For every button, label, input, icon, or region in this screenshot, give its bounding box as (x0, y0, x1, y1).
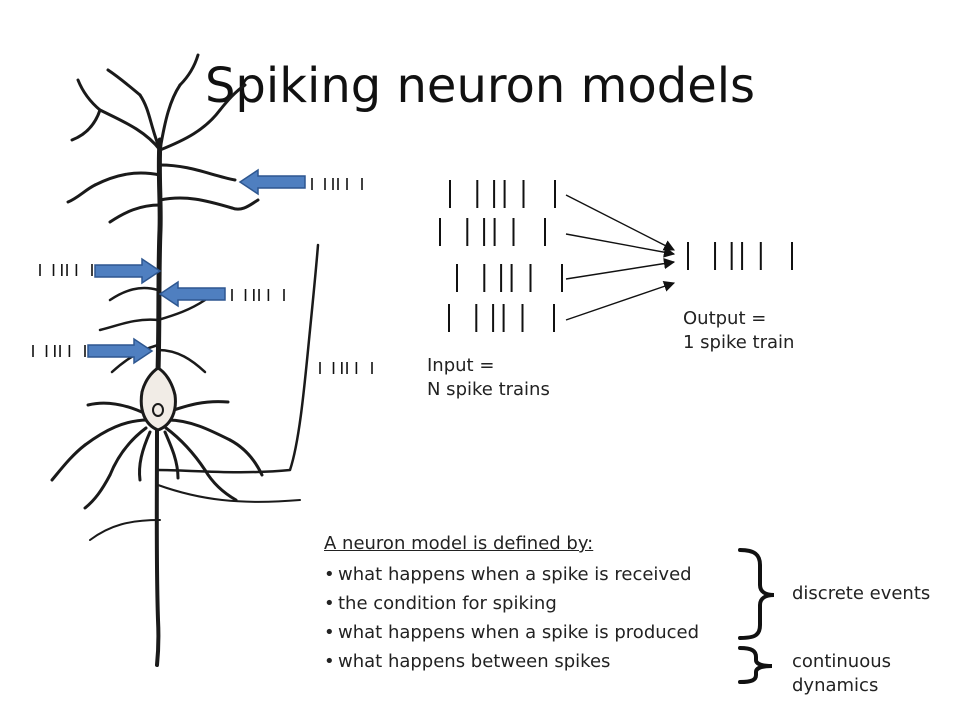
definition-item: what happens when a spike is received (324, 560, 744, 589)
spike-train (319, 362, 373, 374)
definition-heading: A neuron model is defined by: (324, 533, 594, 554)
definition-item: the condition for spiking (324, 589, 744, 618)
continuous-line: continuous (792, 651, 891, 672)
output-label-line-1: Output = (683, 308, 767, 329)
input-label-line-1: Input = (427, 355, 495, 376)
neuron-spike-trains (32, 178, 373, 374)
blue-arrow (94, 257, 162, 285)
continuous-dynamics-label: continuous dynamics (792, 650, 891, 698)
discrete-events-label: discrete events (792, 583, 931, 604)
spike-train (231, 289, 285, 301)
definition-item: what happens when a spike is produced (324, 618, 744, 647)
definition-list: what happens when a spike is received th… (324, 560, 744, 676)
output-label: Output = 1 spike train (683, 307, 794, 355)
input-spike-trains (439, 180, 563, 332)
spike-train (39, 264, 93, 276)
blue-arrow (87, 337, 154, 365)
converge-line (565, 194, 675, 251)
input-train (448, 304, 555, 332)
output-train (687, 242, 793, 270)
page-title: Spiking neuron models (204, 58, 756, 114)
blue-arrow (158, 280, 226, 308)
spike-train (311, 178, 363, 190)
input-train (456, 264, 563, 292)
converging-arrows (565, 194, 676, 321)
spike-train (32, 345, 86, 357)
blue-arrow (238, 168, 306, 196)
output-spike-train (687, 242, 793, 270)
brace-discrete (738, 548, 775, 640)
dynamics-line: dynamics (792, 675, 879, 696)
converge-line (565, 280, 676, 321)
brace-continuous (738, 646, 773, 684)
neuron-illustration (50, 53, 320, 667)
converge-line (565, 258, 676, 280)
definition-box: A neuron model is defined by: what happe… (324, 530, 744, 676)
input-train (449, 180, 556, 208)
input-train (439, 218, 546, 246)
input-label-line-2: N spike trains (427, 379, 550, 400)
definition-item: what happens between spikes (324, 647, 744, 676)
input-label: Input = N spike trains (427, 354, 550, 402)
converge-line (565, 233, 676, 258)
input-arrows (87, 168, 306, 365)
output-label-line-2: 1 spike train (683, 332, 795, 353)
